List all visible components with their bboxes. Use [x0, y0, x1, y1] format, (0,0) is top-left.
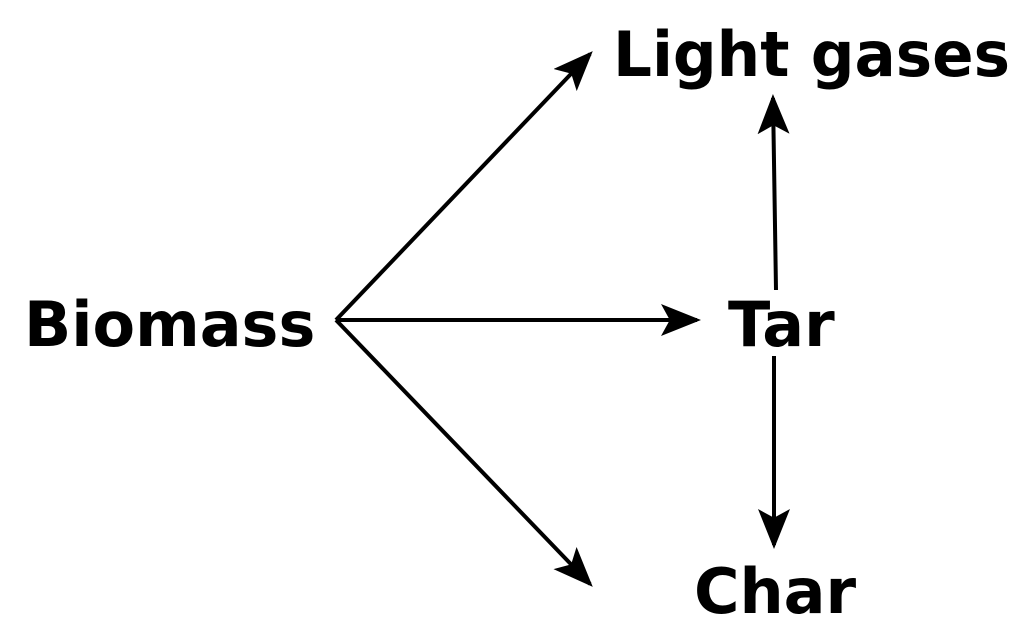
arrow-biomass-to-char: [334, 318, 593, 587]
node-tar: Tar: [728, 288, 835, 361]
arrow-biomass-to-light-gases: [334, 51, 593, 322]
node-biomass: Biomass: [24, 288, 315, 361]
arrow-tar-to-light-gases: [757, 94, 790, 291]
node-char: Char: [694, 555, 856, 628]
node-light-gases: Light gases: [613, 18, 1010, 91]
